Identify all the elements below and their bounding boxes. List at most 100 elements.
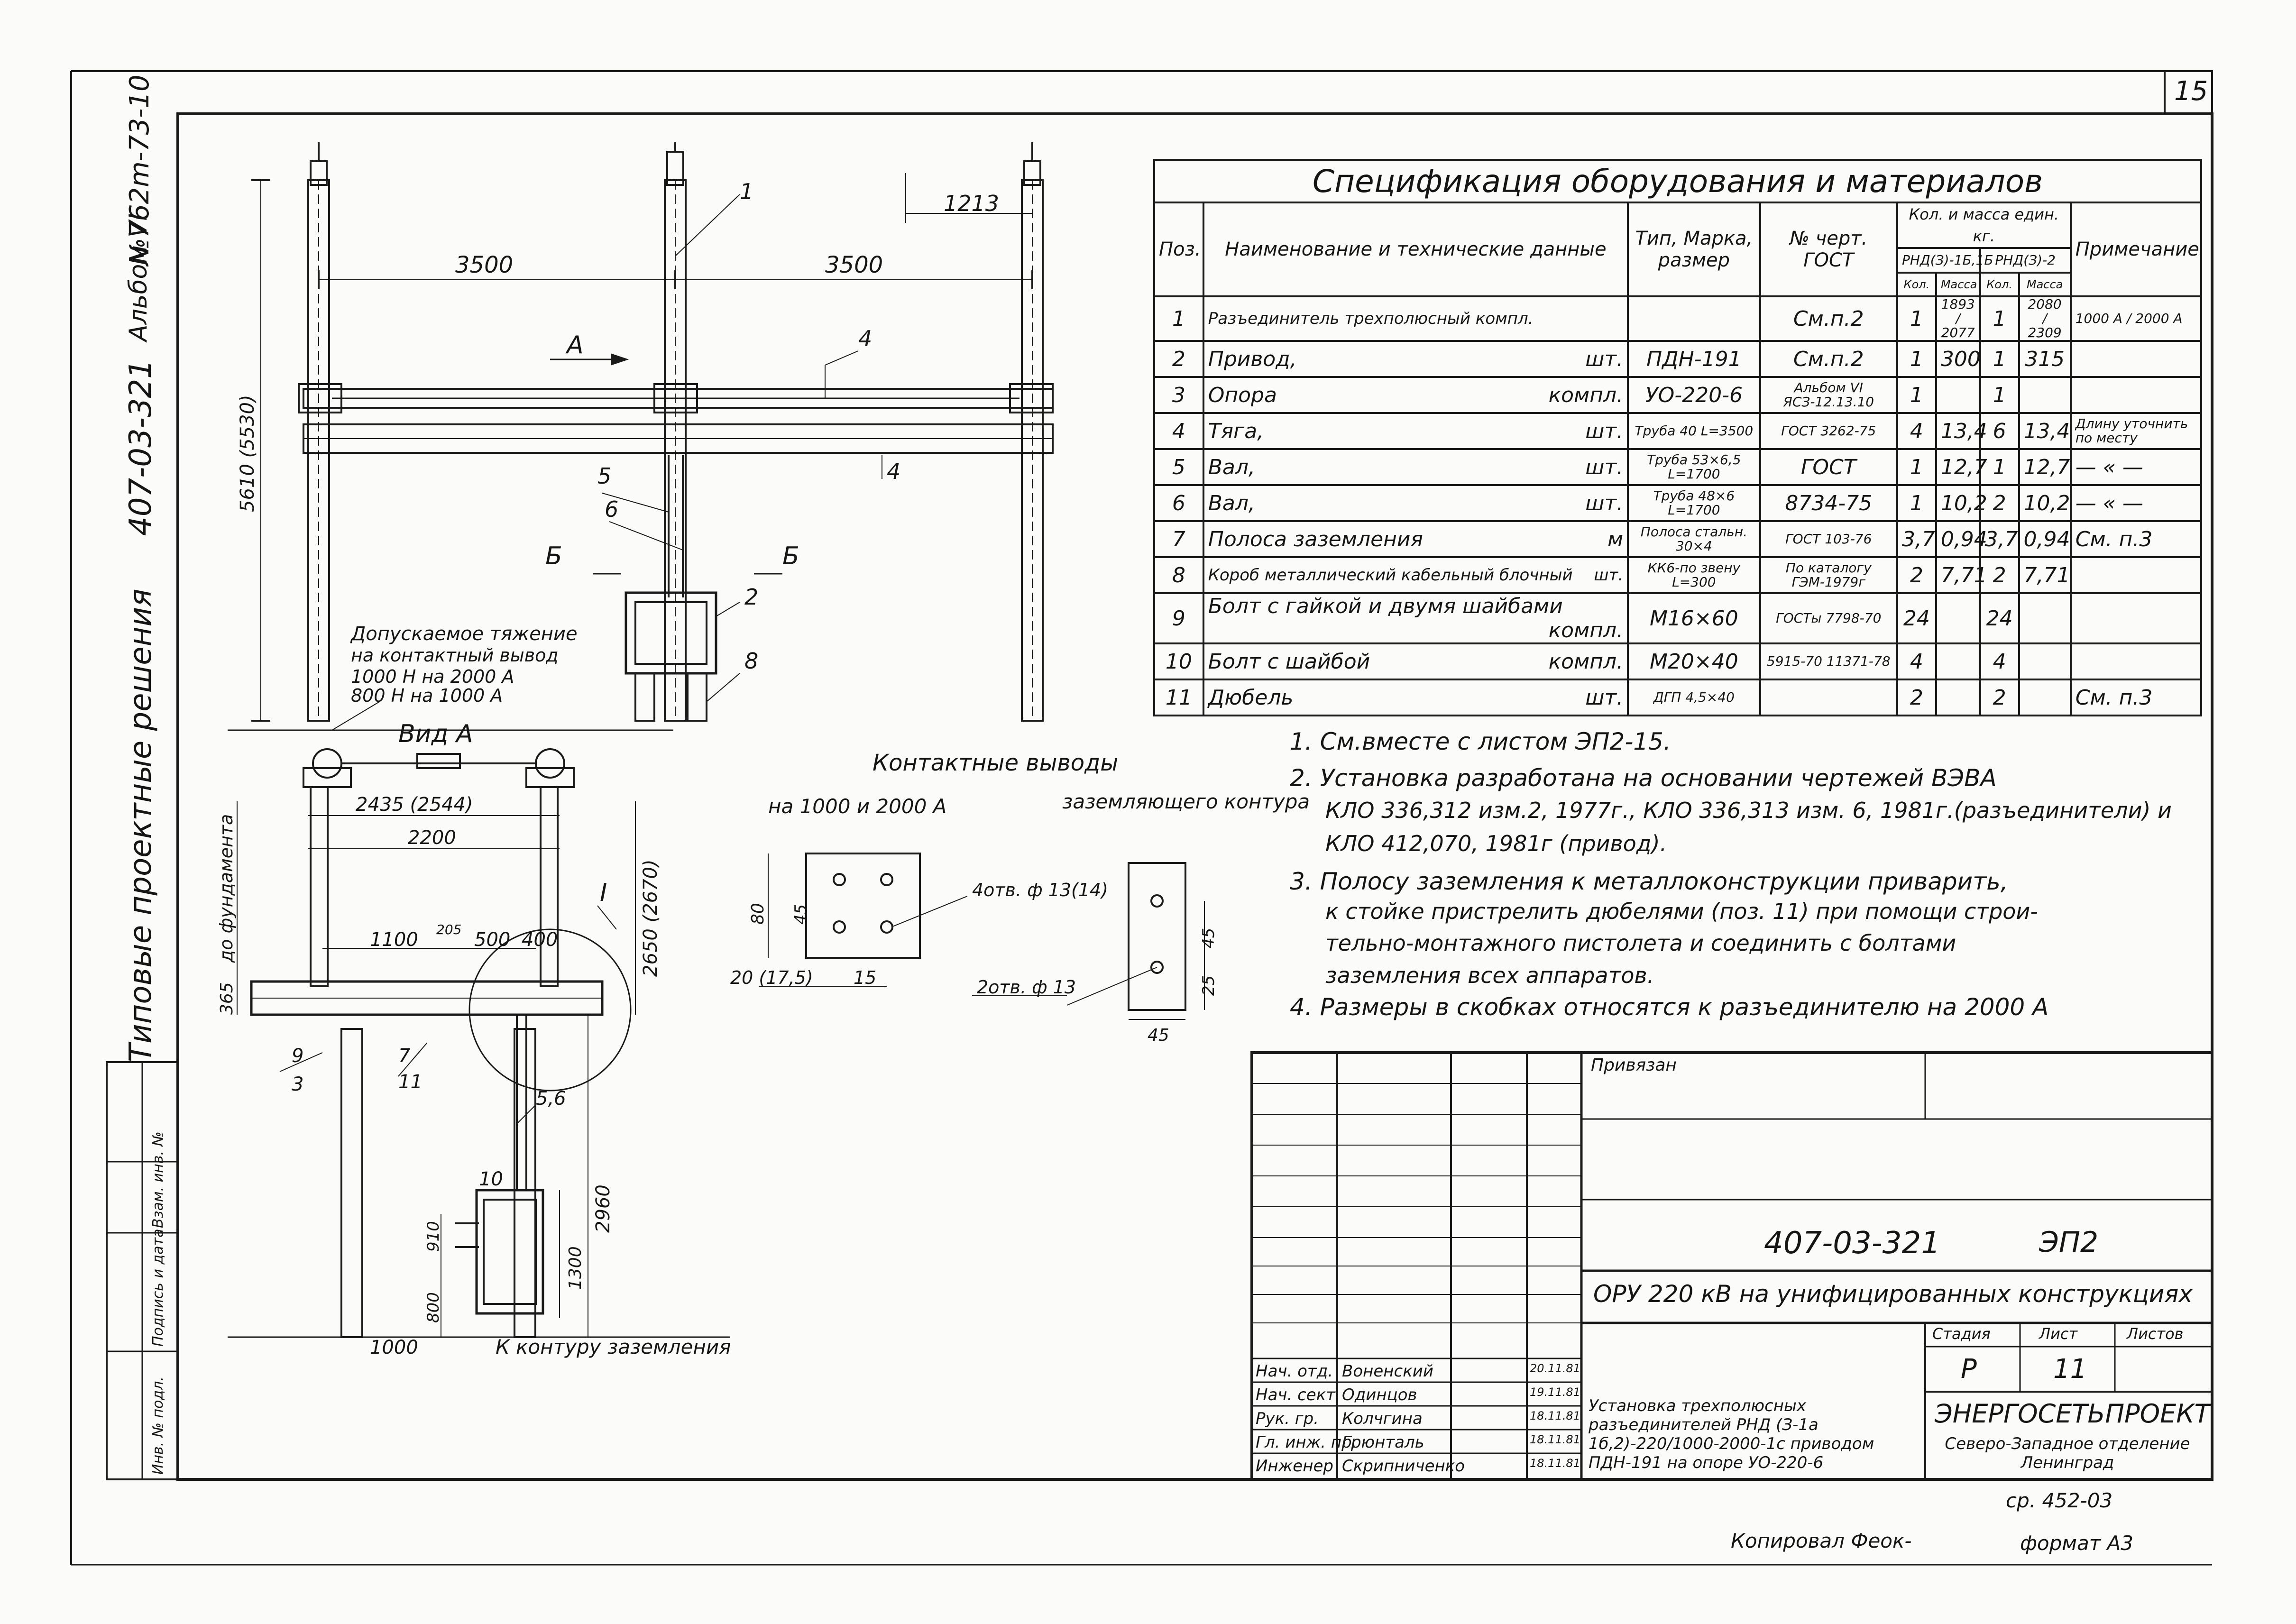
spec-cell-q1: 4: [1896, 642, 1937, 680]
spec-cell-type: Труба 53×6,5 L=1700: [1627, 448, 1761, 486]
approval-role: Рук. гр.: [1256, 1409, 1319, 1428]
spec-cell-note: [2069, 376, 2203, 414]
spec-item-unit: компл.: [1548, 618, 1624, 642]
note-2-cont-b: КЛО 412,070, 1981г (привод).: [1325, 831, 1667, 856]
spec-cell-q2: 24: [1979, 592, 2020, 644]
spec-cell-doc: Альбом VI ЯСЗ-12.13.10: [1759, 376, 1898, 414]
callout-5: 5: [597, 463, 611, 489]
dim-2650: 2650 (2670): [640, 859, 661, 977]
spec-cell-pos: 4: [1153, 412, 1204, 450]
spec-cell-m1: 7,71: [1935, 556, 1987, 594]
note-3-cont-a: к стойке пристрелить дюбелями (поз. 11) …: [1325, 899, 2038, 924]
spec-cell-pos: 1: [1153, 295, 1204, 342]
spec-cell-m1: 13,4: [1935, 412, 1987, 450]
to-foundation-label: до фундамента: [216, 814, 237, 963]
paper-format: формат А3: [2020, 1532, 2133, 1555]
organization-dept: Северо-Западное отделение Ленинград: [1945, 1434, 2190, 1472]
dim-1213: 1213: [944, 191, 999, 216]
spec-cell-doc: ГОСТ 3262-75: [1759, 412, 1898, 450]
approval-name: Колчгина: [1342, 1409, 1423, 1428]
spec-cell-pos: 9: [1153, 592, 1204, 644]
spec-cell-type: КК6-по звену L=300: [1627, 556, 1761, 594]
spec-cell-m2: [2018, 592, 2072, 644]
spec-cell-note: См. п.3: [2069, 679, 2203, 716]
callout-11: 11: [398, 1071, 422, 1093]
inventory-note: ср. 452-03: [2006, 1489, 2113, 1512]
project-title: ОРУ 220 кВ на унифицированных конструкци…: [1593, 1280, 2193, 1308]
spec-cell-m1: 12,7: [1935, 448, 1987, 486]
note-3: 3. Полосу заземления к металлоконструкци…: [1290, 868, 2008, 895]
terminals-drawing: Контактные выводы на 1000 и 2000 А зазем…: [730, 750, 1310, 1045]
dim-2960: 2960: [592, 1184, 614, 1233]
spec-cell-q1: 3,7: [1896, 520, 1937, 558]
approval-date: 20.11.81: [1530, 1362, 1580, 1375]
spec-cell-q1: 4: [1896, 412, 1937, 450]
bound-label: Привязан: [1591, 1055, 1677, 1075]
spec-item-name: Дюбель: [1208, 685, 1294, 710]
dim-910: 910: [424, 1221, 443, 1252]
spec-item-unit: компл.: [1548, 649, 1624, 674]
spec-cell-m1: [1935, 592, 1981, 644]
spec-item-name: Опора: [1208, 383, 1277, 407]
dim-3500-left: 3500: [455, 252, 513, 278]
col-mass-1: Масса: [1935, 272, 1981, 297]
spec-cell-type: М16×60: [1627, 592, 1761, 644]
spec-item-name: Болт с гайкой и двумя шайбами: [1208, 594, 1563, 618]
spec-cell-m1: 0,94: [1935, 520, 1987, 558]
sheet-number: 15: [2174, 76, 2208, 107]
spec-cell-q1: 1: [1896, 448, 1937, 486]
stage-value: Р: [1961, 1354, 1977, 1385]
note-2-cont-a: КЛО 336,312 изм.2, 1977г., КЛО 336,313 и…: [1325, 798, 2172, 823]
spec-cell-note: — « —: [2069, 484, 2203, 522]
spec-cell-pos: 3: [1153, 376, 1204, 414]
spec-item-unit: шт.: [1585, 455, 1624, 479]
approval-date: 19.11.81: [1530, 1385, 1580, 1399]
dim-5610: 5610 (5530): [237, 395, 258, 512]
dim-1000: 1000: [370, 1337, 418, 1358]
spec-cell-q2: 2: [1979, 484, 2020, 522]
spec-cell-m1: [1935, 376, 1981, 414]
dim-1300: 1300: [566, 1246, 585, 1290]
spec-cell-m1: [1935, 679, 1981, 716]
spec-cell-note: [2069, 642, 2203, 680]
spec-cell-note: См. п.3: [2069, 520, 2203, 558]
spec-item-name: Полоса заземления: [1208, 527, 1423, 551]
holes-4: 4отв. ф 13(14): [972, 880, 1108, 900]
callout-4-top: 4: [858, 326, 872, 351]
spec-cell-m2: 10,2: [2018, 484, 2072, 522]
elevation-drawing: 3500 3500 1213 А 1 4 4 5 6 2 8 Б Б 5610 …: [237, 142, 1054, 731]
spec-cell-pos: 6: [1153, 484, 1204, 522]
dim-80: 80: [748, 903, 768, 925]
spec-cell-type: ПДН-191: [1627, 340, 1761, 378]
sheet-value: 11: [2053, 1354, 2087, 1385]
dim-1100: 1100: [370, 929, 418, 951]
dim-45-c: 45: [1148, 1026, 1169, 1045]
spec-cell-pos: 7: [1153, 520, 1204, 558]
spec-cell-m2: [2018, 642, 2072, 680]
spec-cell-note: — « —: [2069, 448, 2203, 486]
dim-205: 205: [436, 922, 461, 937]
note-3-cont-b: тельно-монтажного пистолета и соединить …: [1325, 930, 1956, 956]
approval-role: Нач. отд.: [1256, 1362, 1333, 1381]
callout-9: 9: [292, 1045, 303, 1067]
spec-cell-doc: ГОСТы 7798-70: [1759, 592, 1898, 644]
view-a-drawing: Вид А 2435 (2544) 2200 1100 205 500 400 …: [216, 720, 731, 1358]
approval-date: 18.11.81: [1530, 1457, 1580, 1470]
spec-cell-name: Привод,шт.: [1202, 340, 1629, 378]
spec-cell-q2: 2: [1979, 556, 2020, 594]
dim-365: 365: [217, 982, 237, 1015]
spec-cell-doc: ГОСТ 103-76: [1759, 520, 1898, 558]
spec-item-name: Вал,: [1208, 491, 1255, 515]
stage-label: Стадия: [1932, 1325, 1991, 1343]
spec-item-name: Короб металлический кабельный блочный: [1208, 566, 1573, 585]
